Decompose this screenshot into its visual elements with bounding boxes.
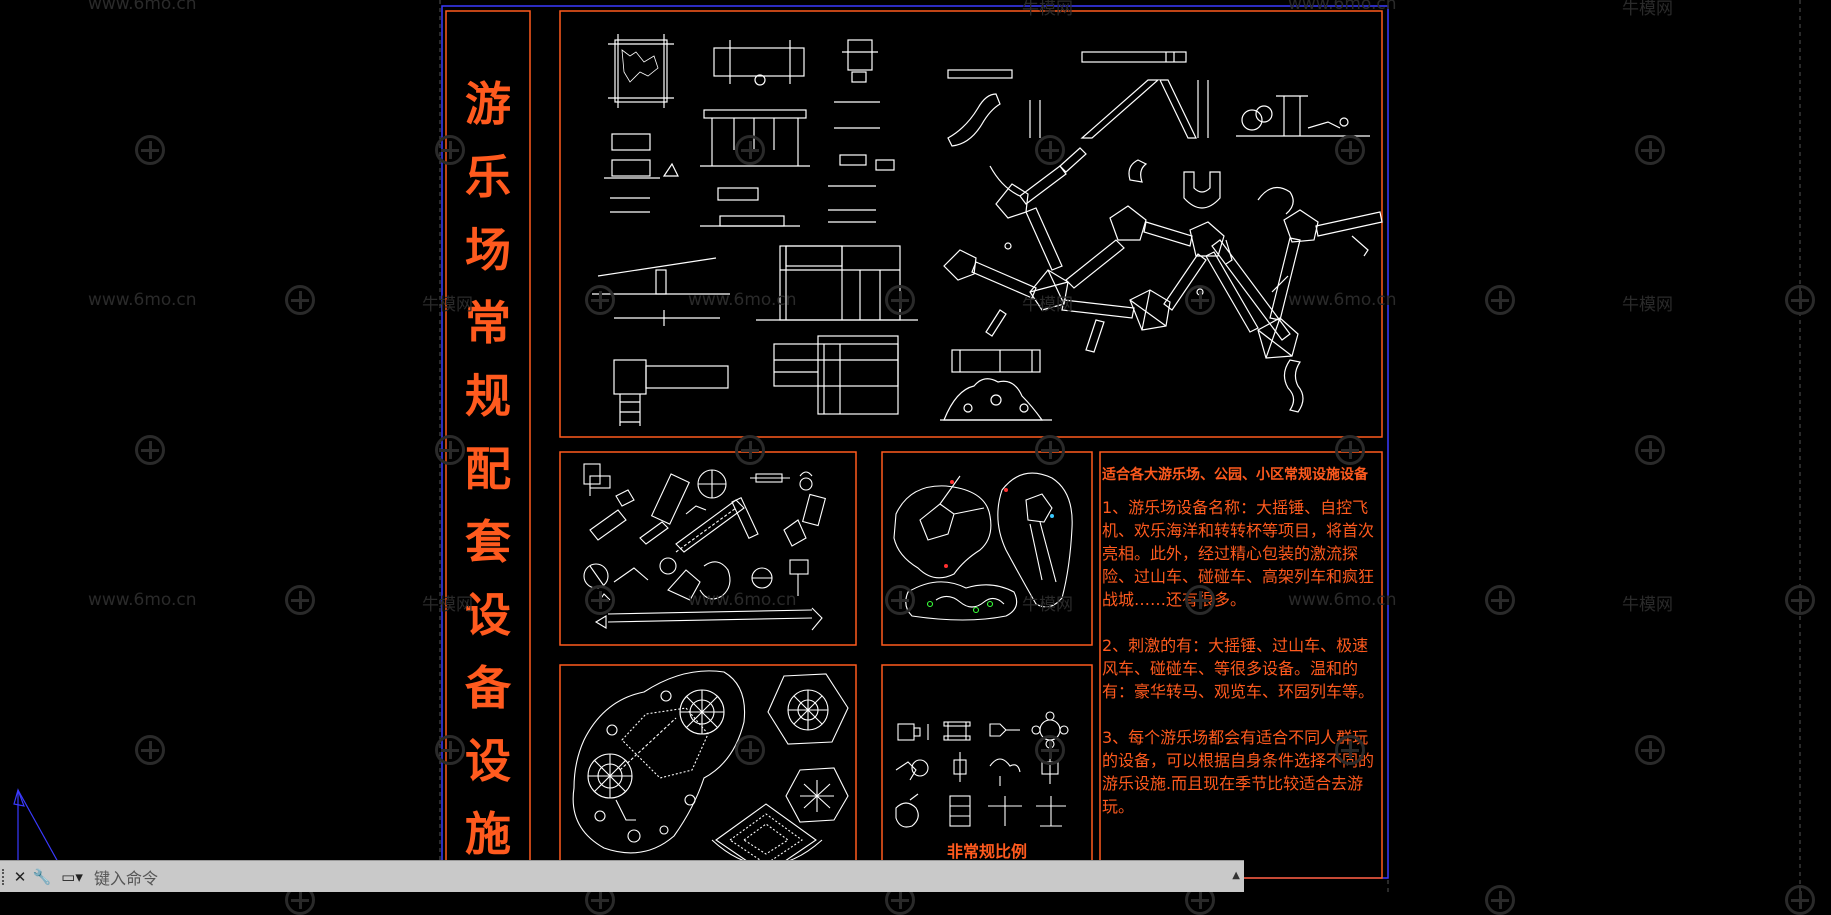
watermark-logo-icon	[1185, 285, 1215, 315]
command-line-bar: ✕ 🔧 ▭▾ ▲	[0, 860, 1244, 892]
watermark-logo-icon	[1785, 885, 1815, 915]
watermark-logo-icon	[585, 285, 615, 315]
wrench-icon[interactable]: 🔧	[32, 868, 52, 886]
watermark-logo-icon	[885, 285, 915, 315]
watermark-text: www.6mo.cn	[1288, 0, 1397, 14]
watermark-logo-icon	[585, 585, 615, 615]
watermark-text: 牛模网	[1622, 595, 1673, 615]
watermark-logo-icon	[735, 735, 765, 765]
watermark-logo-icon	[135, 135, 165, 165]
panel-net-climbers	[559, 664, 857, 879]
watermark-text: 牛模网	[1022, 295, 1073, 315]
title-char: 施	[465, 807, 511, 861]
watermark-logo-icon	[1485, 285, 1515, 315]
small-item-drawings[interactable]	[895, 711, 1069, 828]
title-char: 游	[465, 77, 511, 131]
title-char: 套	[465, 515, 511, 569]
panel-plan-view-a	[559, 451, 857, 646]
net-climber-drawings[interactable]	[572, 670, 849, 875]
watermark-logo-icon	[1635, 135, 1665, 165]
command-history-icon[interactable]: ▭▾	[61, 868, 83, 886]
plan-view-b-drawings[interactable]	[893, 472, 1073, 621]
watermark-logo-icon	[735, 135, 765, 165]
chevron-up-icon[interactable]: ▲	[1232, 870, 1240, 881]
watermark-logo-icon	[1635, 435, 1665, 465]
watermark-logo-icon	[1485, 585, 1515, 615]
watermark-text: 牛模网	[1022, 595, 1073, 615]
scale-label: 非常规比例	[946, 842, 1027, 861]
watermark-logo-icon	[435, 735, 465, 765]
title-char: 常	[465, 296, 511, 350]
close-icon[interactable]: ✕	[13, 868, 27, 886]
command-bar-grip[interactable]	[2, 869, 8, 885]
description-block: 适合各大游乐场、公园、小区常规设施设备 1、游乐场设备名称：大摇锤、自控飞机、欢…	[1102, 458, 1384, 868]
command-input[interactable]	[92, 865, 1236, 891]
tower-elevations[interactable]	[940, 349, 1052, 421]
watermark-text: www.6mo.cn	[688, 290, 797, 310]
watermark-logo-icon	[285, 585, 315, 615]
watermark-logo-icon	[285, 285, 315, 315]
play-tower-network[interactable]	[943, 147, 1383, 413]
title-char: 设	[465, 734, 511, 788]
watermark-logo-icon	[1785, 285, 1815, 315]
watermark-logo-icon	[735, 435, 765, 465]
vertical-title: 游乐场常规配套设备设施	[446, 11, 530, 877]
title-char: 规	[465, 369, 511, 423]
watermark-logo-icon	[135, 735, 165, 765]
watermark-logo-icon	[1485, 885, 1515, 915]
watermark-logo-icon	[1635, 735, 1665, 765]
watermark-logo-icon	[1185, 585, 1215, 615]
watermark-logo-icon	[135, 435, 165, 465]
cad-drawings-top[interactable]	[592, 34, 1370, 426]
panel-plan-view-b	[881, 451, 1093, 646]
title-char: 配	[465, 442, 511, 496]
title-char: 备	[465, 661, 511, 715]
title-char: 乐	[465, 150, 511, 204]
watermark-text: 牛模网	[422, 295, 473, 315]
watermark-logo-icon	[1035, 135, 1065, 165]
watermark-logo-icon	[1035, 435, 1065, 465]
watermark-text: www.6mo.cn	[88, 290, 197, 310]
watermark-logo-icon	[435, 435, 465, 465]
drawing-canvas[interactable]	[0, 0, 1831, 892]
plan-view-a-drawings[interactable]	[583, 463, 827, 631]
description-paragraph-3: 3、每个游乐场都会有适合不同人群玩的设备，可以根据自身条件选择不同的游乐设施.而…	[1102, 728, 1375, 816]
description-paragraph-2: 2、刺激的有：大摇锤、过山车、极速风车、碰碰车、等很多设备。温和的有：豪华转马、…	[1102, 636, 1375, 701]
watermark-logo-icon	[1335, 435, 1365, 465]
watermark-logo-icon	[435, 135, 465, 165]
watermark-text: 牛模网	[1622, 0, 1673, 19]
watermark-text: www.6mo.cn	[1288, 290, 1397, 310]
panel-equipment-library	[559, 10, 1383, 438]
watermark-logo-icon	[1335, 735, 1365, 765]
watermark-logo-icon	[1785, 585, 1815, 615]
watermark-text: 牛模网	[422, 595, 473, 615]
watermark-text: www.6mo.cn	[688, 590, 797, 610]
watermark-text: www.6mo.cn	[88, 590, 197, 610]
description-heading: 适合各大游乐场、公园、小区常规设施设备	[1102, 467, 1368, 483]
watermark-text: 牛模网	[1022, 0, 1073, 19]
watermark-logo-icon	[885, 585, 915, 615]
watermark-logo-icon	[1035, 735, 1065, 765]
title-char: 场	[465, 223, 511, 277]
watermark-text: www.6mo.cn	[1288, 590, 1397, 610]
watermark-text: www.6mo.cn	[88, 0, 197, 14]
watermark-logo-icon	[1335, 135, 1365, 165]
watermark-text: 牛模网	[1622, 295, 1673, 315]
ucs-icon	[13, 788, 59, 863]
title-char: 设	[465, 588, 511, 642]
